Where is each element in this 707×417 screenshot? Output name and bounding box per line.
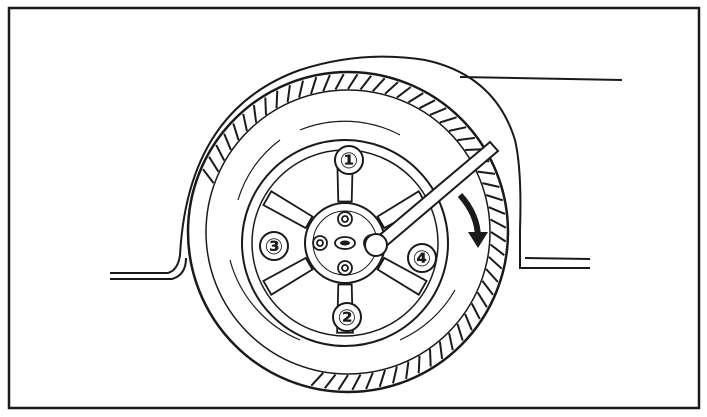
label-2-circle (332, 302, 362, 332)
tread-mark (407, 92, 424, 104)
wheel-arch (110, 55, 590, 274)
tread-mark (252, 104, 258, 123)
tread-mark (298, 80, 304, 98)
tread-mark (482, 182, 500, 188)
body-lower-line (524, 257, 591, 260)
label-1-circle (334, 145, 364, 175)
tread-mark (286, 84, 291, 103)
tread-mark (378, 369, 386, 388)
tread-mark (470, 303, 481, 320)
tread-mark (334, 73, 345, 90)
tread-mark (439, 116, 457, 124)
sequence-labels: ① ② ③ ④ (259, 145, 437, 332)
tread-mark (310, 76, 318, 95)
shade-arc-4 (299, 120, 401, 136)
tread-mark (232, 123, 240, 141)
tread-mark (396, 86, 412, 99)
tread-mark (438, 341, 444, 360)
tread-mark (490, 218, 507, 229)
tread-mark (208, 156, 220, 173)
tread-mark (488, 256, 503, 270)
tread-mark (481, 280, 494, 296)
shade-arc-3 (399, 289, 456, 341)
body-upper-line (459, 76, 623, 81)
label-4-circle (407, 243, 437, 273)
tire-tread (202, 73, 507, 391)
tread-mark (429, 349, 432, 367)
shade-arc-2 (237, 139, 281, 201)
tread-mark (464, 313, 473, 331)
tread-mark (485, 268, 499, 283)
tread-mark (419, 99, 436, 110)
tread-mark (322, 74, 331, 92)
label-top: ① (340, 149, 359, 174)
tread-mark (223, 133, 232, 151)
tire (186, 70, 510, 394)
tread-mark (310, 372, 324, 387)
tread-mark (275, 90, 279, 109)
tread-mark (215, 144, 226, 161)
tread-mark (324, 373, 337, 389)
tread-mark (448, 126, 467, 132)
car-body (110, 55, 623, 280)
rotation-arrow (457, 192, 488, 248)
tire-outer (186, 70, 510, 394)
tread-mark (488, 206, 506, 215)
tread-mark (457, 136, 476, 142)
lug-wrench (364, 140, 500, 257)
tread-mark (351, 374, 362, 391)
tread-mark (476, 291, 488, 308)
tread-mark (417, 355, 421, 374)
lug-nut-top (337, 211, 353, 227)
tread-mark (384, 81, 399, 95)
tread-mark (448, 332, 454, 351)
center-logo (334, 236, 356, 250)
tread-mark (429, 107, 447, 116)
tread-mark (202, 168, 215, 184)
tread-mark (264, 97, 267, 115)
tread-mark (485, 194, 504, 202)
label-right: ④ (413, 247, 432, 272)
tread-mark (489, 243, 505, 256)
wrench-socket (364, 233, 388, 257)
tread-mark (405, 361, 410, 380)
border-frame (7, 6, 701, 410)
tread-mark (372, 77, 386, 92)
tread-mark (337, 374, 349, 391)
arrow-head (468, 232, 488, 248)
tread-mark (359, 75, 372, 91)
rim-spoke (376, 256, 428, 296)
rim-outer (241, 139, 449, 347)
lug-nut-left (312, 235, 328, 251)
rim-spoke (262, 256, 314, 296)
label-bottom: ② (338, 306, 357, 331)
body-sill-line (110, 257, 187, 280)
tire-tread-inner-edge (205, 89, 491, 375)
tread-mark (456, 323, 464, 341)
tread-mark (365, 372, 374, 390)
tread-mark (490, 231, 507, 243)
tread-mark (242, 113, 248, 132)
shade-arc-1 (229, 259, 301, 341)
lug-nut-bottom (337, 260, 353, 276)
tread-mark (392, 366, 398, 384)
tread-mark (477, 170, 496, 175)
label-3-circle (259, 231, 289, 261)
label-left: ③ (265, 235, 284, 260)
rim-spoke (262, 190, 314, 230)
tread-mark (347, 73, 359, 90)
